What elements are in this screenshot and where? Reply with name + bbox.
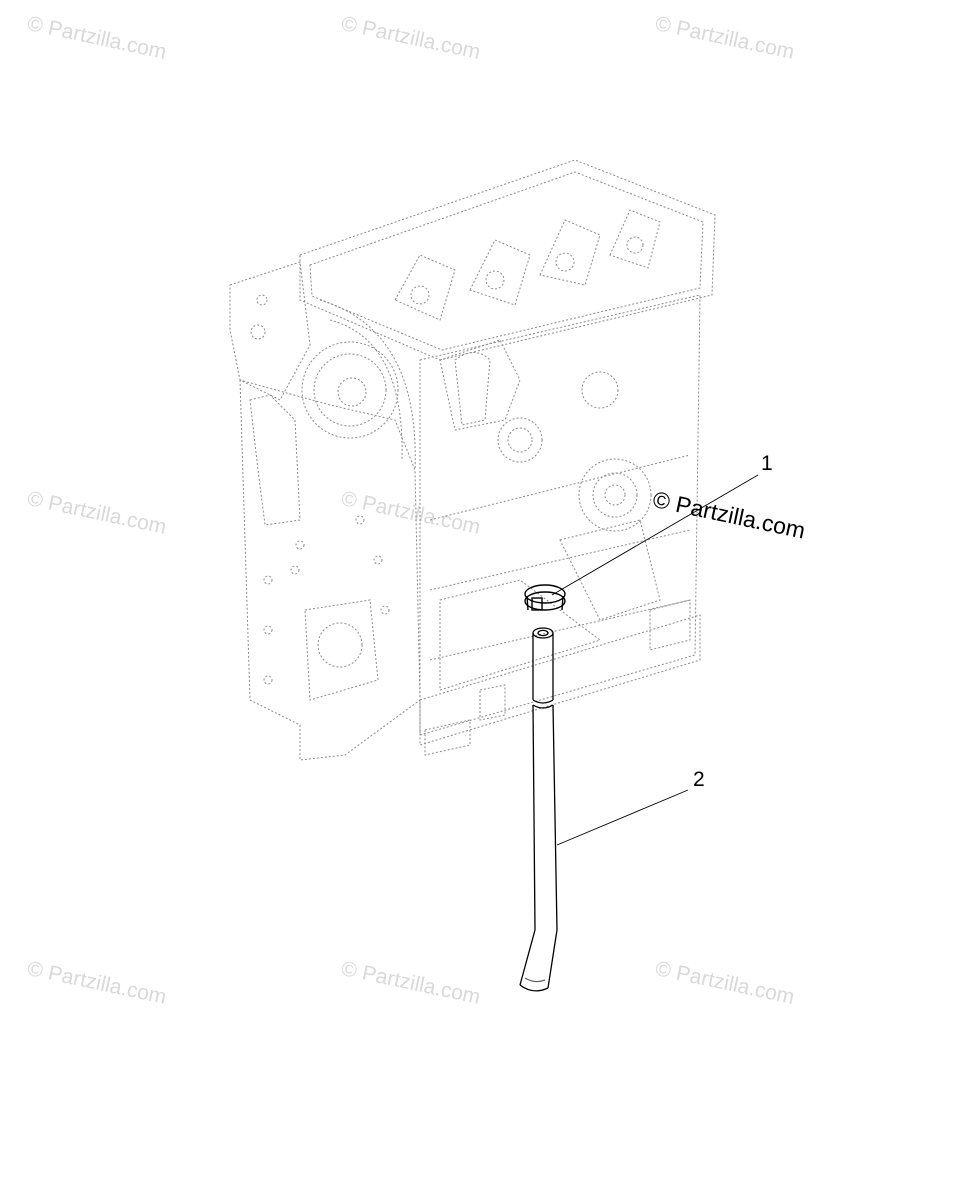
- callout-2-label: 2: [693, 768, 705, 791]
- engine-block: [229, 159, 716, 761]
- clamp: [524, 584, 566, 611]
- dipstick-tube: [519, 627, 558, 992]
- callout-1-label: 1: [761, 452, 773, 475]
- callout-1-leader: [551, 474, 759, 596]
- callout-2-leader: [556, 789, 689, 846]
